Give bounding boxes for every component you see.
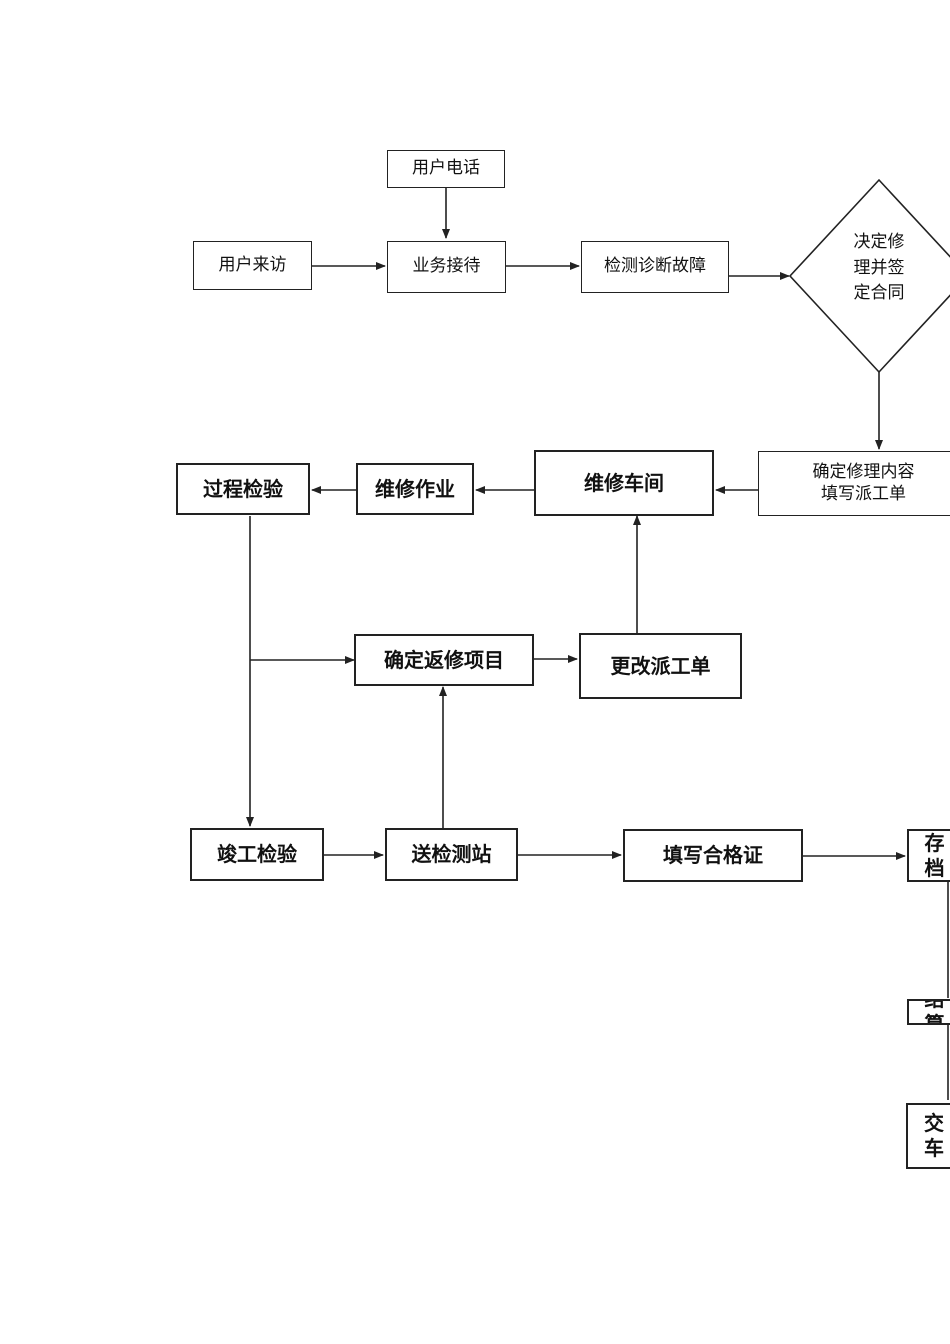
node-process-inspect: 过程检验 [176, 463, 310, 515]
node-confirm-repair: 确定修理内容 填写派工单 [758, 451, 950, 516]
node-user-phone: 用户电话 [387, 150, 505, 188]
node-rework: 确定返修项目 [354, 634, 534, 686]
node-final-inspect: 竣工检验 [190, 828, 324, 881]
node-user-visit: 用户来访 [193, 241, 312, 290]
node-test-station: 送检测站 [385, 828, 518, 881]
node-reception: 业务接待 [387, 241, 506, 293]
decision-diamond [788, 178, 950, 374]
node-storage: 存档 [907, 829, 950, 882]
node-settle: 结算 [907, 999, 950, 1025]
node-change-order: 更改派工单 [579, 633, 742, 699]
node-deliver: 交车 [906, 1103, 950, 1169]
node-workshop: 维修车间 [534, 450, 714, 516]
node-diagnose: 检测诊断故障 [581, 241, 729, 293]
node-repair-work: 维修作业 [356, 463, 474, 515]
node-decide: 决定修 理并签 定合同 [853, 232, 905, 303]
node-certificate: 填写合格证 [623, 829, 803, 882]
